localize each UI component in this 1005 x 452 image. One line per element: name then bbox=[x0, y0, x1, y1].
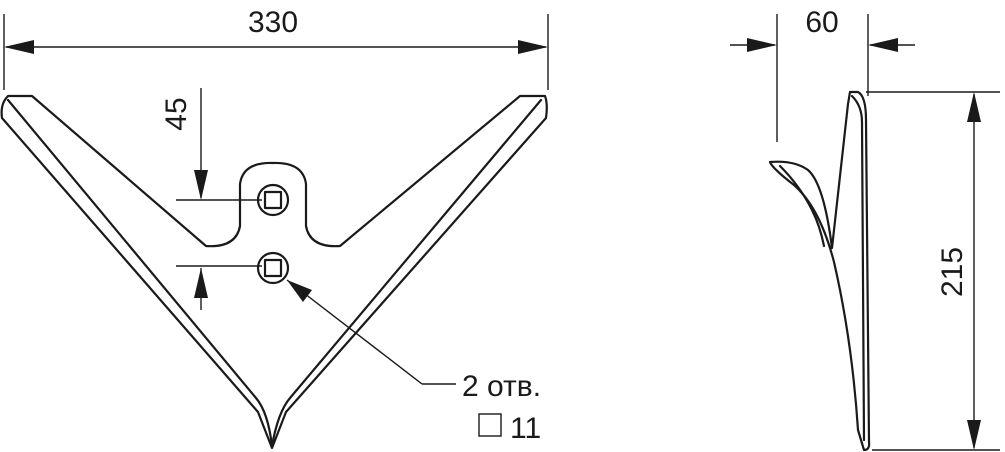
blade-bevel-right bbox=[270, 98, 543, 448]
hole-callout: 2 отв. 11 bbox=[286, 279, 541, 445]
side-profile-inner bbox=[850, 94, 866, 442]
callout-holes-text: 2 отв. bbox=[462, 370, 541, 403]
blade-bevel-left bbox=[6, 98, 274, 448]
dimension-width: 330 bbox=[3, 6, 549, 90]
dimension-offset-value: 45 bbox=[160, 97, 193, 130]
side-profile-tip bbox=[778, 164, 826, 248]
dimension-height: 215 bbox=[866, 91, 1000, 451]
dimension-width-value: 330 bbox=[248, 6, 298, 39]
callout-size-text: 11 bbox=[510, 412, 541, 445]
mounting-hole-top bbox=[256, 183, 290, 217]
dimension-depth-value: 60 bbox=[805, 6, 838, 39]
side-view bbox=[768, 90, 871, 452]
dimension-depth: 60 bbox=[730, 6, 915, 142]
square-hole-icon bbox=[478, 413, 502, 437]
blade-outer-contour bbox=[0, 94, 548, 450]
front-view bbox=[0, 94, 548, 450]
dimension-offset: 45 bbox=[160, 88, 262, 310]
mounting-hole-bottom bbox=[256, 251, 290, 285]
dimension-height-value: 215 bbox=[936, 247, 969, 297]
side-profile bbox=[768, 90, 871, 452]
